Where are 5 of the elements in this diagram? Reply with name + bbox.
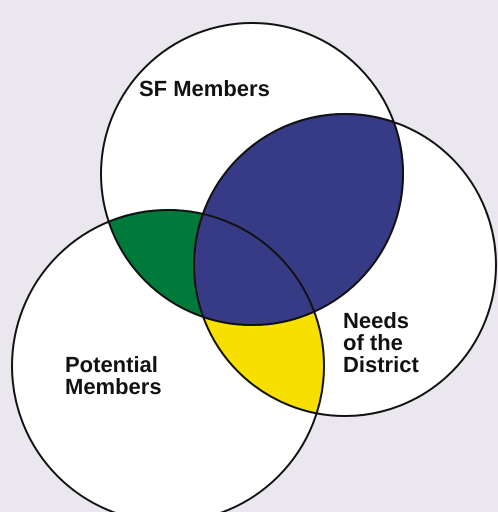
circle-label: Needs of the District	[343, 310, 420, 376]
circle-label: Potential Members	[65, 354, 163, 398]
venn-circle	[11, 209, 325, 512]
circle-label: SF Members	[139, 78, 271, 100]
venn-circle	[193, 113, 497, 417]
